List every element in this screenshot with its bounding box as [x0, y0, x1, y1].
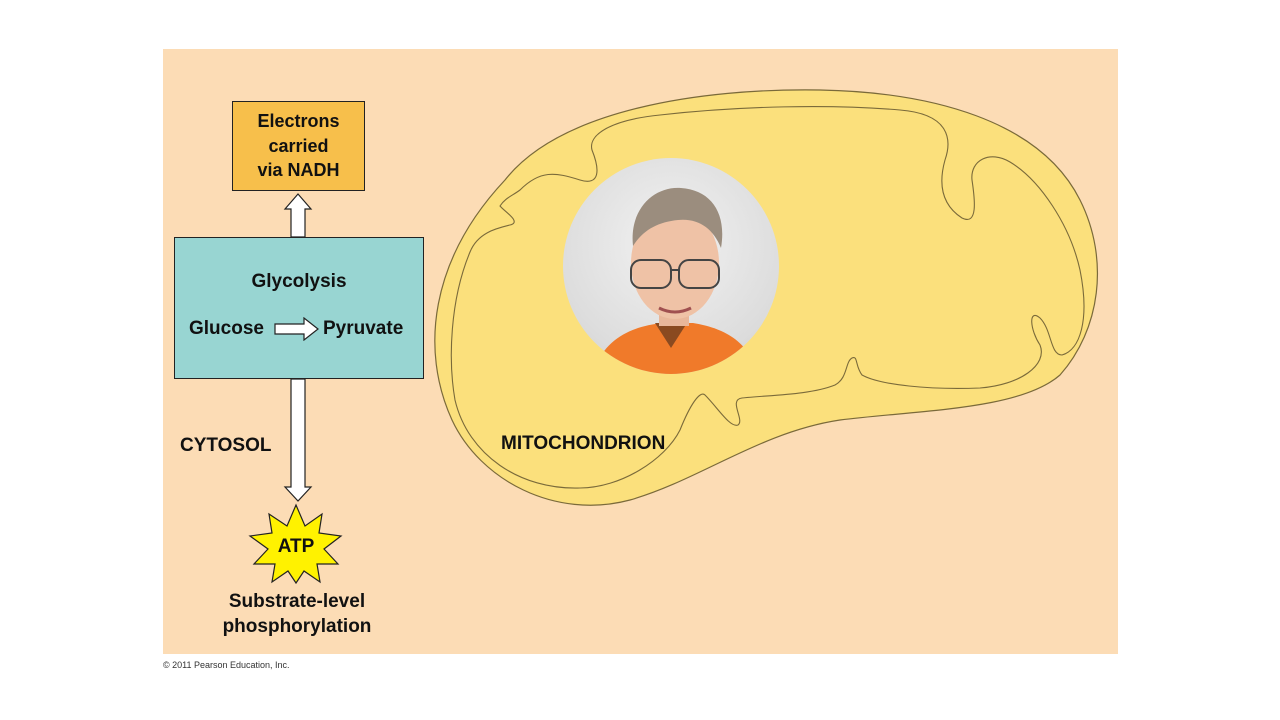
nadh-box-line3: via NADH: [257, 160, 340, 181]
cytosol-label: CYTOSOL: [180, 435, 272, 456]
glucose-label: Glucose: [189, 318, 264, 339]
electrons-nadh-box: Electrons carried via NADH: [232, 101, 365, 191]
presenter-avatar-icon: [593, 187, 758, 374]
arrow-down-to-atp: [283, 378, 313, 502]
phosphorylation-line1: Substrate-level: [228, 591, 366, 612]
arrow-up-to-nadh: [283, 193, 313, 238]
mitochondrion-inner-membrane: [450, 106, 1085, 489]
nadh-box-line2: carried: [268, 135, 329, 156]
atp-label: ATP: [277, 536, 315, 557]
glycolysis-box: Glycolysis Glucose Pyruvate: [174, 237, 424, 379]
glucose-to-pyruvate-arrow-icon: [274, 317, 319, 341]
nadh-box-line1: Electrons: [257, 110, 340, 131]
atp-star-burst: [248, 503, 343, 585]
mitochondrion-label: MITOCHONDRION: [501, 433, 666, 454]
presenter-webcam-overlay: [563, 158, 779, 374]
substrate-level-phosphorylation-label: Substrate-level phosphorylation: [197, 590, 397, 639]
phosphorylation-line2: phosphorylation: [222, 615, 372, 637]
glycolysis-title: Glycolysis: [251, 271, 347, 292]
copyright-notice: © 2011 Pearson Education, Inc.: [163, 660, 290, 670]
pyruvate-label: Pyruvate: [323, 318, 404, 339]
